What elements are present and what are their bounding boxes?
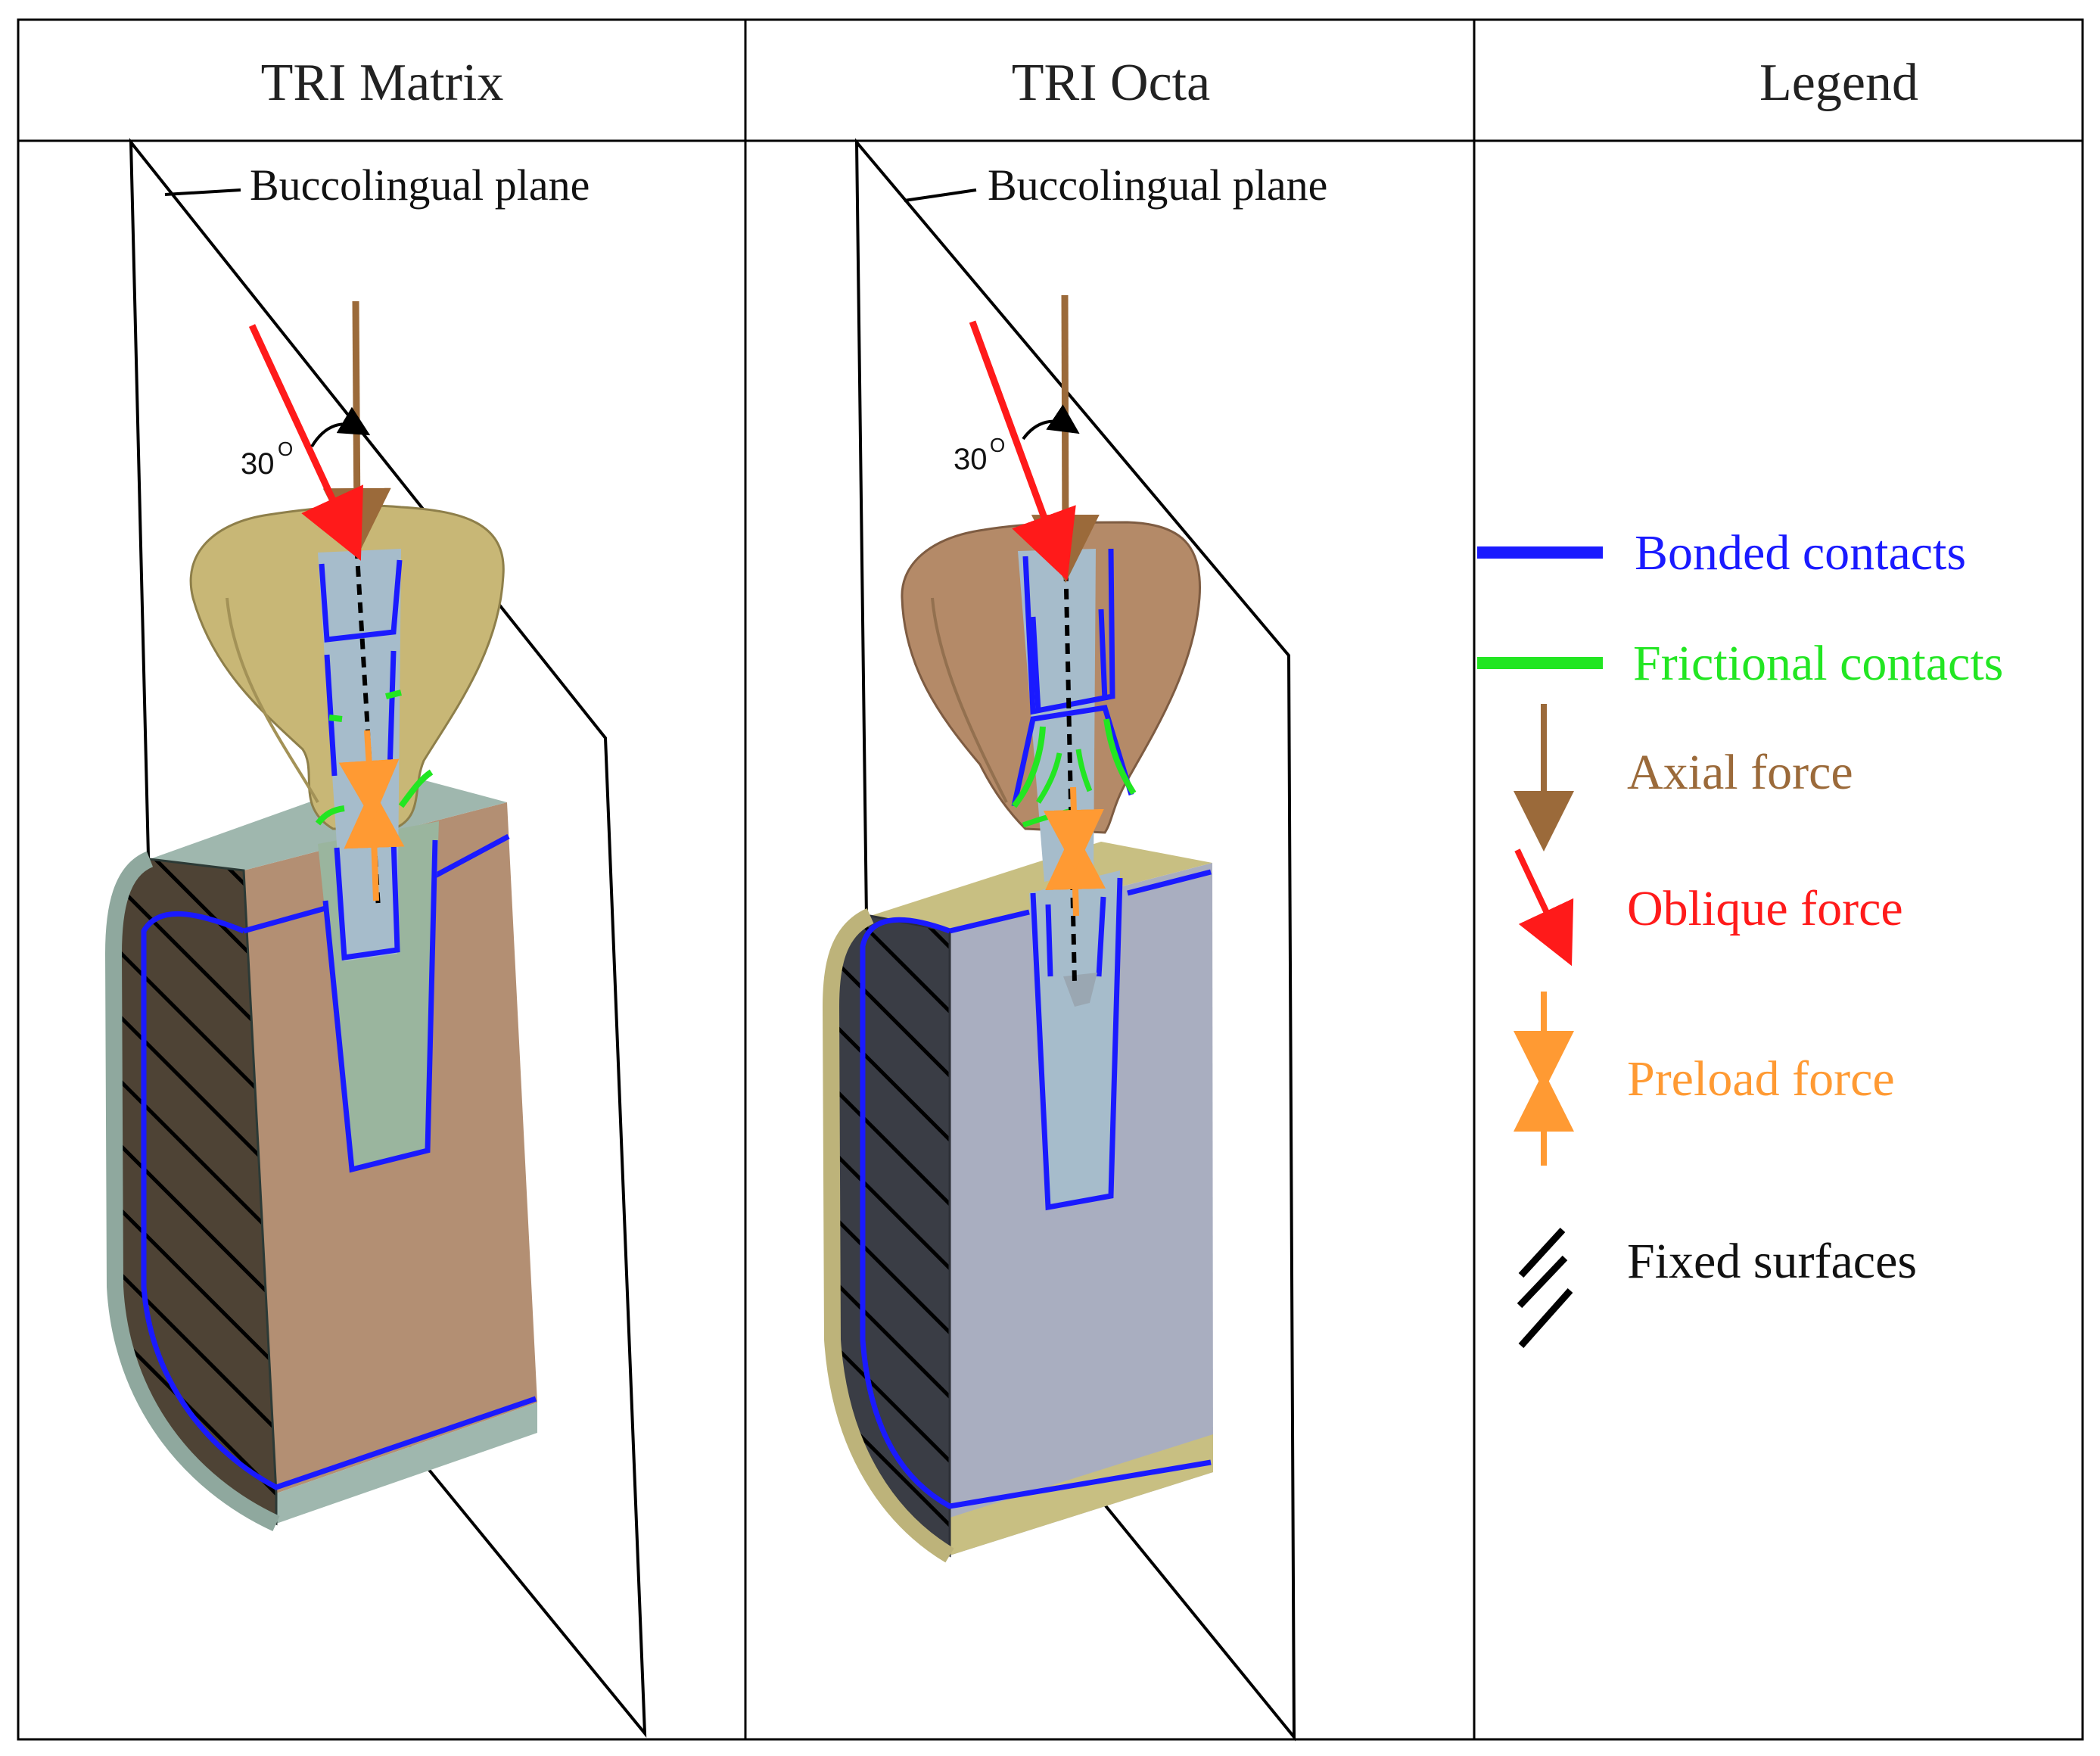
angle-label-value: 30 bbox=[241, 447, 275, 481]
legend: Bonded contacts Frictional contacts Axia… bbox=[1477, 525, 2003, 1348]
axial-force-arrow-matrix bbox=[322, 300, 391, 556]
tri-octa-model: Buccolingual plane 30 O bbox=[822, 138, 1327, 1742]
header-legend: Legend bbox=[1759, 54, 1918, 112]
legend-symbol-fixed bbox=[1517, 1227, 1573, 1348]
preload-arrow-down-matrix bbox=[338, 730, 400, 821]
legend-label-fixed: Fixed surfaces bbox=[1627, 1234, 1917, 1289]
angle-label-unit-octa: O bbox=[990, 434, 1005, 456]
plane-label-octa: Buccolingual plane bbox=[988, 160, 1327, 210]
axial-force-arrow-octa bbox=[1031, 294, 1100, 583]
angle-label-unit: O bbox=[278, 437, 293, 460]
tri-matrix-model: Buccolingual plane bbox=[104, 138, 647, 1738]
oblique-force-arrow-matrix bbox=[248, 324, 363, 561]
preload-arrow-up-matrix bbox=[344, 787, 405, 901]
table-frame bbox=[17, 18, 2084, 1741]
header-tri-matrix: TRI Matrix bbox=[261, 54, 504, 112]
legend-label-frictional: Frictional contacts bbox=[1633, 636, 2003, 691]
legend-label-bonded: Bonded contacts bbox=[1635, 525, 1966, 581]
legend-label-preload: Preload force bbox=[1627, 1051, 1895, 1107]
preload-arrow-up-octa bbox=[1045, 829, 1106, 917]
buccolingual-plane-octa bbox=[854, 138, 1296, 1742]
header-tri-octa: TRI Octa bbox=[1012, 54, 1210, 112]
legend-label-axial: Axial force bbox=[1627, 745, 1853, 800]
oblique-force-arrow-octa bbox=[969, 320, 1076, 581]
legend-label-oblique: Oblique force bbox=[1627, 881, 1903, 936]
plane-label: Buccolingual plane bbox=[250, 160, 590, 210]
angle-label-value-octa: 30 bbox=[954, 443, 988, 476]
legend-arrow-oblique bbox=[1514, 848, 1574, 967]
preload-arrow-down-octa bbox=[1043, 786, 1104, 870]
